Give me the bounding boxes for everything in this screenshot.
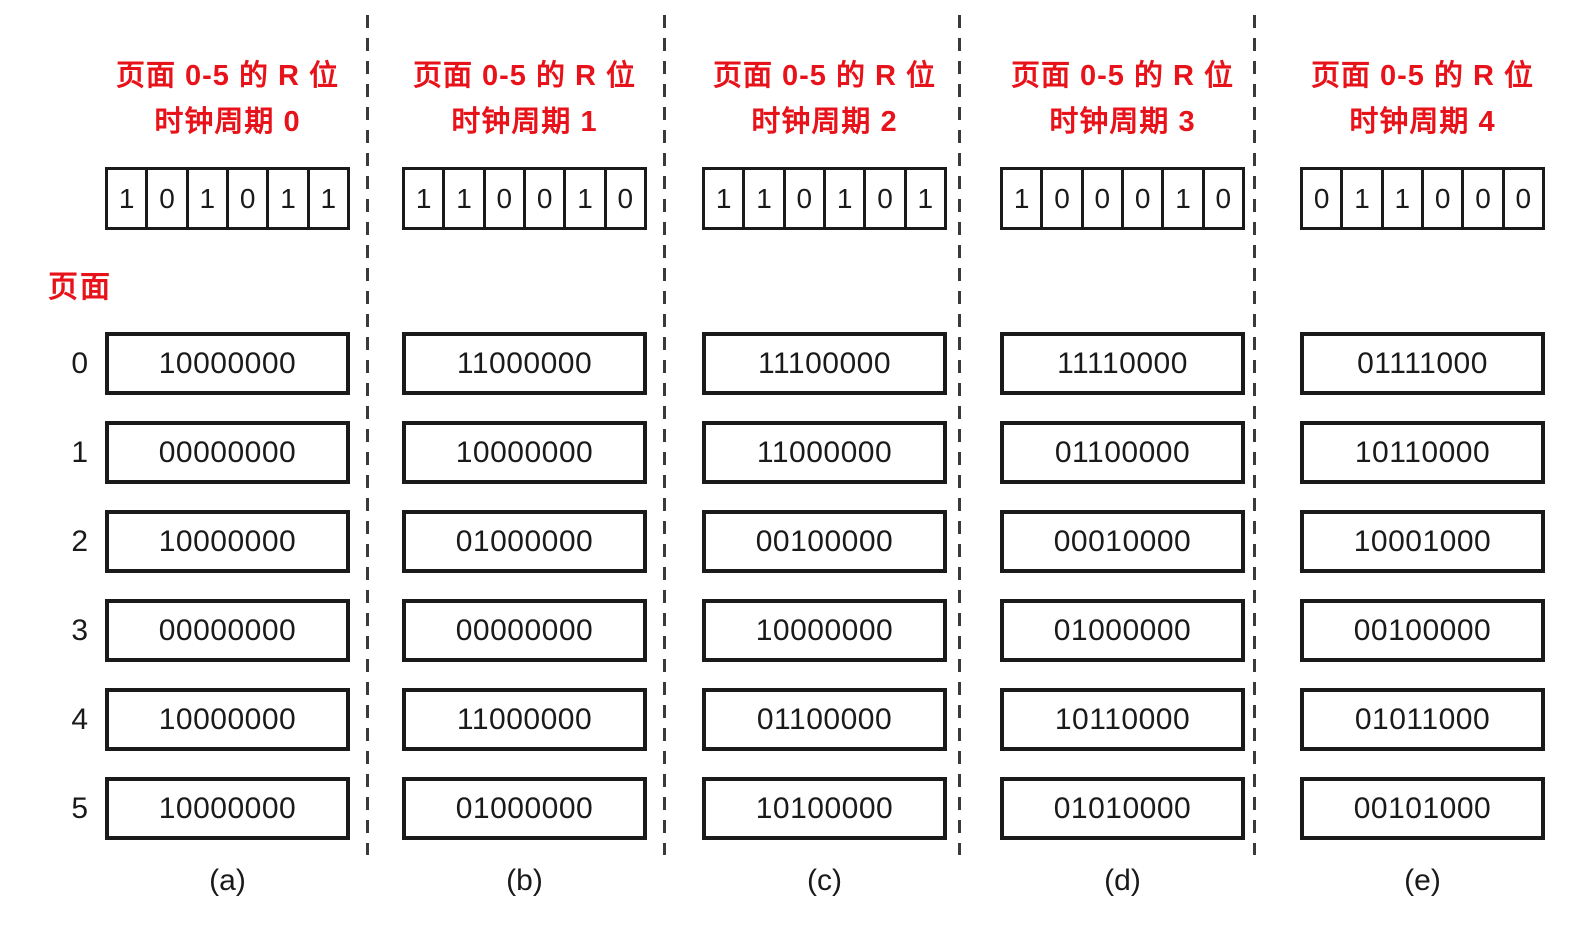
- column-caption: (d): [1104, 864, 1141, 897]
- page-number-0: 0: [71, 346, 88, 380]
- counter-page-5: 01000000: [402, 777, 647, 840]
- column-divider: [663, 15, 666, 855]
- r-bit-cell: 1: [306, 167, 350, 230]
- r-bit-cell: 1: [402, 167, 446, 230]
- column-divider: [366, 15, 369, 855]
- r-bit-cell: 1: [1000, 167, 1044, 230]
- column-divider: [958, 15, 961, 855]
- page-number-2: 2: [71, 524, 88, 558]
- r-bit-cell: 0: [1420, 167, 1465, 230]
- counter-page-0: 01111000: [1300, 332, 1545, 395]
- r-bit-cell: 1: [903, 167, 947, 230]
- r-bit-cell: 1: [702, 167, 746, 230]
- column-title-tick: 时钟周期 4: [1349, 106, 1496, 138]
- counter-page-2: 10000000: [105, 510, 350, 573]
- counter-page-3: 00000000: [105, 599, 350, 662]
- column-title-rbits: 页面 0-5 的 R 位: [412, 60, 637, 92]
- r-bit-cell: 1: [1161, 167, 1205, 230]
- r-bit-cell: 0: [782, 167, 826, 230]
- column-clock-tick-4: 页面 0-5 的 R 位 时钟周期 4 0 1 1 0 0 0 01111000…: [1300, 0, 1545, 932]
- column-title-tick: 时钟周期 2: [751, 106, 898, 138]
- column-title-tick: 时钟周期 1: [451, 106, 598, 138]
- r-bit-cell: 0: [1040, 167, 1084, 230]
- page-number-4: 4: [71, 702, 88, 736]
- counter-page-4: 01011000: [1300, 688, 1545, 751]
- counter-page-1: 00000000: [105, 421, 350, 484]
- counter-page-2: 10001000: [1300, 510, 1545, 573]
- r-bit-cell: 1: [105, 167, 149, 230]
- r-bit-register: 1 1 0 1 0 1: [702, 167, 947, 230]
- counter-page-4: 10110000: [1000, 688, 1245, 751]
- counter-page-3: 10000000: [702, 599, 947, 662]
- r-bit-cell: 1: [742, 167, 786, 230]
- column-title-tick: 时钟周期 3: [1049, 106, 1196, 138]
- r-bit-register: 1 0 1 0 1 1: [105, 167, 350, 230]
- counter-page-1: 11000000: [702, 421, 947, 484]
- counter-page-4: 11000000: [402, 688, 647, 751]
- counter-page-1: 10000000: [402, 421, 647, 484]
- counter-page-0: 11100000: [702, 332, 947, 395]
- counter-page-5: 00101000: [1300, 777, 1545, 840]
- r-bit-cell: 0: [1300, 167, 1344, 230]
- r-bit-cell: 0: [1461, 167, 1505, 230]
- r-bit-cell: 0: [1080, 167, 1124, 230]
- counter-page-3: 00000000: [402, 599, 647, 662]
- column-title-rbits: 页面 0-5 的 R 位: [115, 60, 340, 92]
- column-clock-tick-1: 页面 0-5 的 R 位 时钟周期 1 1 1 0 0 1 0 11000000…: [402, 0, 647, 932]
- counter-page-0: 11110000: [1000, 332, 1245, 395]
- r-bit-cell: 1: [822, 167, 867, 230]
- counter-page-2: 00100000: [702, 510, 947, 573]
- counter-page-5: 10000000: [105, 777, 350, 840]
- counter-page-2: 00010000: [1000, 510, 1245, 573]
- column-clock-tick-2: 页面 0-5 的 R 位 时钟周期 2 1 1 0 1 0 1 11100000…: [702, 0, 947, 932]
- r-bit-cell: 0: [522, 167, 567, 230]
- r-bit-cell: 0: [1501, 167, 1545, 230]
- r-bit-cell: 0: [603, 167, 647, 230]
- r-bit-cell: 0: [225, 167, 270, 230]
- counter-page-2: 01000000: [402, 510, 647, 573]
- column-caption: (e): [1404, 864, 1441, 897]
- r-bit-cell: 0: [863, 167, 907, 230]
- column-title-rbits: 页面 0-5 的 R 位: [712, 60, 937, 92]
- counter-page-4: 10000000: [105, 688, 350, 751]
- r-bit-cell: 1: [266, 167, 310, 230]
- page-number-1: 1: [71, 435, 88, 469]
- r-bit-cell: 1: [1340, 167, 1384, 230]
- r-bit-register: 0 1 1 0 0 0: [1300, 167, 1545, 230]
- counter-page-1: 10110000: [1300, 421, 1545, 484]
- page-axis-label: 页面: [48, 271, 112, 304]
- counter-page-1: 01100000: [1000, 421, 1245, 484]
- column-clock-tick-3: 页面 0-5 的 R 位 时钟周期 3 1 0 0 0 1 0 11110000…: [1000, 0, 1245, 932]
- counter-page-0: 11000000: [402, 332, 647, 395]
- column-caption: (b): [506, 864, 543, 897]
- counter-page-0: 10000000: [105, 332, 350, 395]
- column-caption: (c): [807, 864, 842, 897]
- r-bit-cell: 0: [145, 167, 189, 230]
- r-bit-cell: 1: [185, 167, 229, 230]
- counter-page-3: 00100000: [1300, 599, 1545, 662]
- counter-page-3: 01000000: [1000, 599, 1245, 662]
- r-bit-cell: 0: [1120, 167, 1165, 230]
- page-number-5: 5: [71, 791, 88, 825]
- r-bit-cell: 0: [482, 167, 526, 230]
- counter-page-4: 01100000: [702, 688, 947, 751]
- counter-page-5: 10100000: [702, 777, 947, 840]
- column-caption: (a): [209, 864, 246, 897]
- column-title-rbits: 页面 0-5 的 R 位: [1310, 60, 1535, 92]
- r-bit-cell: 1: [1380, 167, 1424, 230]
- counter-page-5: 01010000: [1000, 777, 1245, 840]
- r-bit-cell: 1: [563, 167, 607, 230]
- column-divider: [1253, 15, 1256, 855]
- r-bit-register: 1 0 0 0 1 0: [1000, 167, 1245, 230]
- r-bit-cell: 0: [1201, 167, 1245, 230]
- r-bit-register: 1 1 0 0 1 0: [402, 167, 647, 230]
- r-bit-cell: 1: [442, 167, 486, 230]
- column-clock-tick-0: 页面 0-5 的 R 位 时钟周期 0 1 0 1 0 1 1 10000000…: [105, 0, 350, 932]
- page-number-3: 3: [71, 613, 88, 647]
- column-title-rbits: 页面 0-5 的 R 位: [1010, 60, 1235, 92]
- column-title-tick: 时钟周期 0: [154, 106, 301, 138]
